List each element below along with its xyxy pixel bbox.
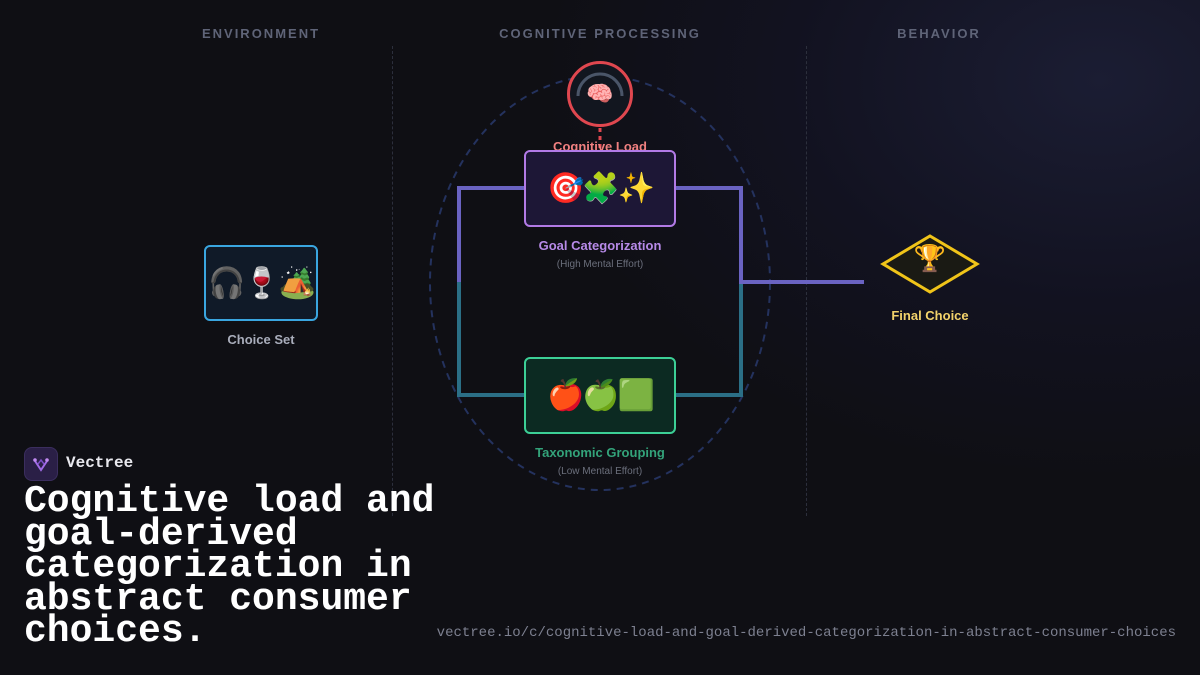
taxonomic-grouping-label: Taxonomic Grouping [535,445,665,460]
column-header-cognitive-processing: COGNITIVE PROCESSING [499,26,701,41]
brand-name: Vectree [66,454,134,472]
column-header-behavior: BEHAVIOR [897,26,981,41]
load-gauge-icon [576,72,624,97]
wire-split-to-taxonomic [457,282,524,397]
wire-split-to-goal [457,186,524,282]
choice-set-node: 🎧🍷🏕️ [204,245,318,321]
final-choice-label: Final Choice [891,308,969,323]
vectree-logo-icon [24,447,58,481]
page-title: Cognitive load and goal-derived categori… [24,480,435,653]
wire-goal-to-merge [676,186,743,282]
taxonomic-grouping-sub: (Low Mental Effort) [557,466,643,477]
taxonomic-grouping-node: 🍎🍏🟩 [524,357,676,434]
goal-categorization-node: 🎯🧩✨ [524,150,676,227]
goal-icons: 🎯🧩✨ [546,171,655,206]
final-choice-node [880,234,980,294]
choice-set-label: Choice Set [227,332,295,347]
choice-set-icons: 🎧🍷🏕️ [207,265,316,301]
goal-categorization-sub: (High Mental Effort) [556,259,644,270]
taxonomic-icons: 🍎🍏🟩 [546,378,655,413]
goal-categorization-label: Goal Categorization [538,238,662,253]
trophy-icon: 🏆 [913,244,947,274]
column-header-environment: ENVIRONMENT [201,26,321,41]
brain-icon: 🧠 [586,81,614,107]
wire-taxonomic-to-merge [676,282,743,397]
source-url[interactable]: vectree.io/c/cognitive-load-and-goal-der… [436,625,1176,641]
